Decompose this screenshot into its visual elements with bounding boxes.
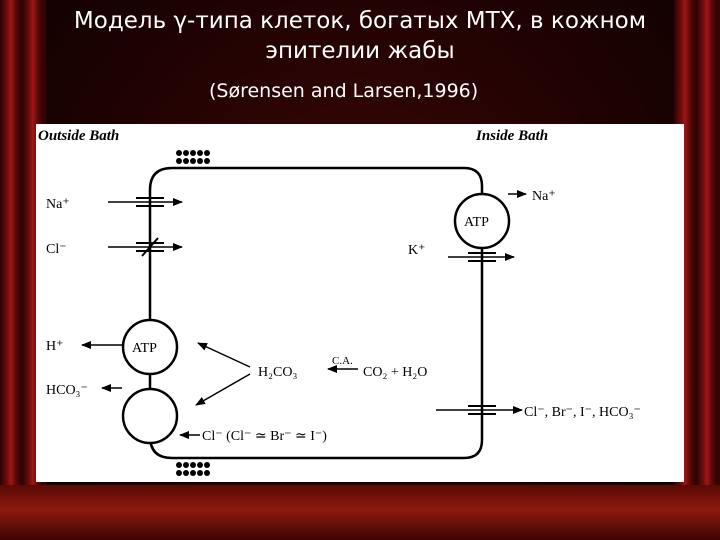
co2-h2o-label: CO₂ + H₂O [363,365,427,380]
left-atp-label: ATP [132,341,157,356]
slide-title-line-2: эпителии жабы [265,38,455,64]
cell-membrane [148,166,484,460]
k-channel-basolateral [468,252,496,262]
cell-model-diagram: Outside Bath Inside Bath Na⁺ Cl⁻ [38,128,641,476]
h2co3-to-exchanger-arrow [195,373,251,406]
left-cl-label: Cl⁻ [46,242,67,257]
right-na-label: Na⁺ [532,189,556,204]
right-atp-pump [453,192,511,250]
na-channel-apical [136,197,164,207]
left-h-label: H⁺ [46,339,64,354]
h2co3-label: H₂CO₃ [258,365,297,380]
slide-title-line-1: Модель γ-типа клеток, богатых МТХ, в кож… [73,8,647,34]
tight-junction-bottom [176,462,210,476]
right-k-label: K⁺ [408,243,426,258]
left-na-label: Na⁺ [46,197,70,212]
outside-bath-label: Outside Bath [38,128,119,144]
tight-junction-top [176,150,210,164]
inside-bath-label: Inside Bath [475,128,548,144]
left-hco3-label: HCO₃⁻ [46,383,88,398]
slide-citation: (Sørensen and Larsen,1996) [209,80,479,102]
left-anion-exchanger [121,387,179,445]
stage-floor [0,485,720,540]
h2co3-to-atp-arrow [197,342,251,368]
right-atp-label: ATP [464,215,489,230]
diagram-panel: Outside Bath Inside Bath Na⁺ Cl⁻ [36,124,684,482]
left-atp-pump [121,318,179,376]
anion-channel-basolateral [468,405,496,415]
carbonic-anhydrase-label: C.A. [332,355,353,367]
left-exchange-label: Cl⁻ (Cl⁻ ≃ Br⁻ ≃ I⁻) [202,429,327,444]
right-anions-label: Cl⁻, Br⁻, I⁻, HCO₃⁻ [524,405,641,420]
